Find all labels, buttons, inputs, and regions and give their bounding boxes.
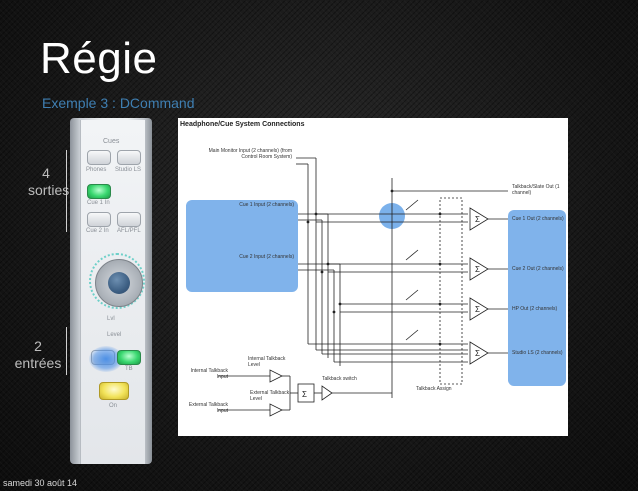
slide-title: Régie [40,34,158,83]
label-internal-level: Internal Talkback Level [248,356,286,368]
label-cue1-out: Cue 1 Out (2 channels) [512,216,564,222]
label-cue2-out: Cue 2 Out (2 channels) [512,266,564,272]
outputs-annotation: 4 sorties [28,165,70,199]
cue1-in-label: Cue 1 In [87,200,110,206]
sum-symbol-5: Σ [302,390,307,399]
cue2-in-label: Cue 2 In [86,228,109,234]
label-cue1-input: Cue 1 Input (2 channels) [239,202,294,208]
device-panel: Cues Phones Studio LS Cue 1 In Cue 2 In … [80,120,146,464]
inputs-word: entrées [14,355,62,371]
diagram-title: Headphone/Cue System Connections [180,121,305,128]
level-knob [95,259,143,307]
slide-subtitle: Exemple 3 : DCommand [42,95,195,111]
outputs-count: 4 [42,165,50,181]
label-talkback-switch: Talkback switch [322,376,357,382]
outputs-block [508,210,566,386]
outputs-word: sorties [28,182,70,198]
diagram-lines: Σ Σ Σ Σ Σ [186,157,566,417]
studio-ls-button [117,150,141,165]
label-hp-out: HP Out (2 channels) [512,306,558,312]
cue2-in-button [87,212,111,227]
label-cue2-input: Cue 2 Input (2 channels) [239,254,294,260]
afl-pfl-label: AFL/PFL [117,228,141,234]
inputs-count: 2 [34,338,42,354]
inputs-annotation: 2 entrées [10,338,66,372]
cue1-in-button [87,184,111,199]
studio-ls-label: Studio LS [115,167,142,173]
sum-symbol-1: Σ [475,215,480,224]
sum-symbol-2: Σ [475,265,480,274]
dcommand-device-photo: Cues Phones Studio LS Cue 1 In Cue 2 In … [70,118,152,464]
slide-date: samedi 30 août 14 [3,478,78,488]
sum-symbol-4: Σ [475,349,480,358]
tb-label: TB [125,366,133,372]
sum-symbol-3: Σ [475,305,480,314]
outputs-bracket [66,150,67,232]
label-internal-talkback: Internal Talkback Input [190,368,228,380]
label-external-talkback: External Talkback Input [188,402,228,414]
label-main-monitor: Main Monitor Input (2 channels) (from Co… [208,148,292,160]
label-talkback-assign: Talkback Assign [416,386,452,392]
inputs-bracket [66,327,67,375]
afl-pfl-button [117,212,141,227]
tb-button [117,350,141,365]
level-led-ring [89,253,145,309]
on-button [99,382,129,400]
cue-system-diagram: Headphone/Cue System Connections [178,118,568,436]
label-talkback-slate-out: Talkback/Slate Out (1 channel) [512,184,560,196]
cue-inputs-block [186,200,298,292]
on-label: On [109,403,118,409]
device-cues-label: Cues [103,138,120,145]
level-label: Level [107,332,122,338]
label-studio-ls: Studio LS (2 channels) [512,350,563,356]
phones-button [87,150,111,165]
level-knob-cap [108,272,130,294]
phones-label: Phones [86,167,107,173]
label-external-level: External Talkback Level [250,390,290,402]
lvl-label: Lvl [107,316,115,322]
